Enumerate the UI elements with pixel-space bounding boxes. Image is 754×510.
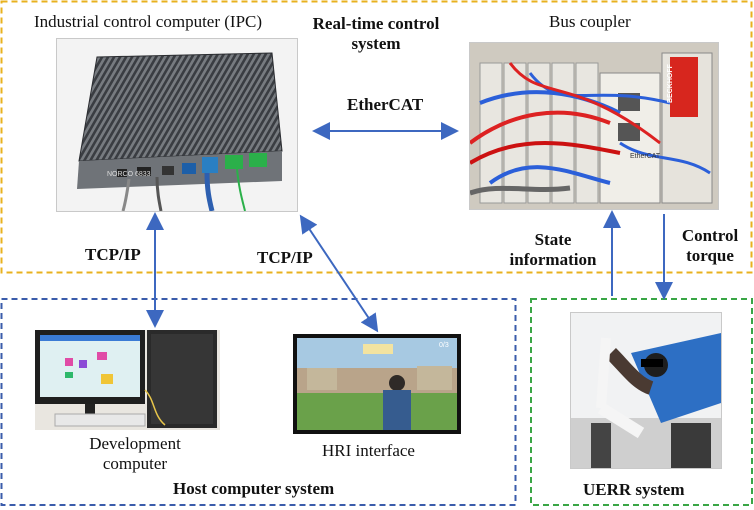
bus-coupler-photo: BECKHOFF EtherCAT xyxy=(469,42,719,210)
bus-coupler-label: Bus coupler xyxy=(549,12,631,31)
host-system-label: Host computer system xyxy=(173,479,335,498)
uerr-system-box xyxy=(530,298,753,506)
hri-interface-photo: 0/3 xyxy=(293,334,461,434)
ipc-photo: NORCO 6833 xyxy=(56,38,298,212)
tcpip-right-label: TCP/IP xyxy=(257,248,313,267)
tcpip-left-label: TCP/IP xyxy=(85,245,141,264)
ethercat-label: EtherCAT xyxy=(347,95,424,114)
uerr-photo xyxy=(570,312,722,469)
hri-interface-label: HRI interface xyxy=(322,441,415,460)
ipc-label: Industrial control computer (IPC) xyxy=(34,12,263,31)
hri-counter-text: 0/3 xyxy=(439,342,449,349)
uerr-system-label: UERR system xyxy=(583,480,685,499)
dev-computer-photo xyxy=(35,330,220,430)
ipc-brand-text: NORCO 6833 xyxy=(107,171,151,178)
ethercat-tag-text: EtherCAT xyxy=(630,153,661,160)
tcpip-right-arrow xyxy=(299,214,379,333)
dev-computer-label: Development computer xyxy=(89,434,181,473)
state-info-label: State information xyxy=(509,230,597,269)
realtime-system-label: Real-time control system xyxy=(312,14,440,53)
control-torque-label: Control torque xyxy=(681,226,739,265)
